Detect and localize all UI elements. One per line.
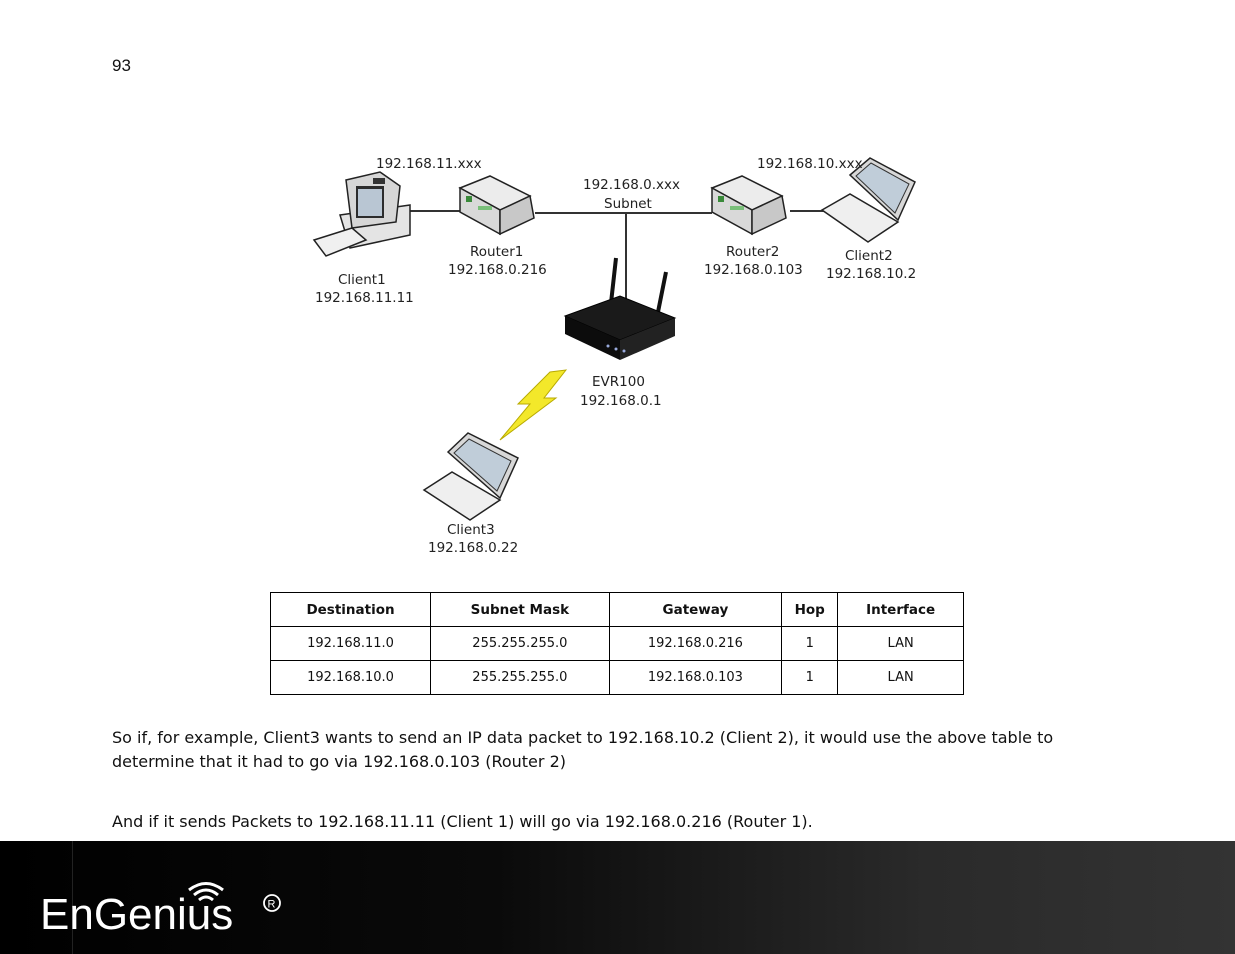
cell-subnet-mask: 255.255.255.0 [430,626,610,661]
header-destination: Destination [269,592,432,627]
client2-ip-label: 192.168.10.2 [826,266,916,282]
paragraph-client1-example: And if it sends Packets to 192.168.11.11… [112,812,813,831]
cell-gateway: 192.168.0.216 [608,626,783,661]
table-header-row: Destination Subnet Mask Gateway Hop Inte… [269,592,964,627]
header-gateway: Gateway [608,592,783,627]
wireless-router-icon [563,257,677,360]
table-row: 192.168.10.0 255.255.255.0 192.168.0.103… [269,660,964,695]
laptop-icon-client3 [422,432,519,521]
cell-destination: 192.168.10.0 [269,660,432,695]
client1-name-label: Client1 [338,272,386,288]
registered-mark-icon: R [263,894,281,912]
client1-subnet-label: 192.168.11.xxx [376,156,482,172]
cell-destination: 192.168.11.0 [269,626,432,661]
footer-divider [72,841,73,954]
subnet-label: Subnet [604,196,652,212]
desktop-computer-icon [312,171,411,257]
cell-hop: 1 [781,626,839,661]
page-number: 93 [112,56,131,75]
router1-name-label: Router1 [470,244,523,260]
paragraph-client3-example: So if, for example, Client3 wants to sen… [112,728,1054,771]
footer-bar: EnGenius R [0,841,1235,954]
router1-icon [458,175,535,236]
router2-ip-label: 192.168.0.103 [704,262,803,278]
router2-icon [710,175,787,236]
routing-table: Destination Subnet Mask Gateway Hop Inte… [269,592,964,695]
cell-subnet-mask: 255.255.255.0 [430,660,610,695]
client3-name-label: Client3 [447,522,495,538]
evr-ip-label: 192.168.0.1 [580,393,662,409]
cell-interface: LAN [837,626,964,661]
cell-hop: 1 [781,660,839,695]
cell-interface: LAN [837,660,964,695]
subnet-range-label: 192.168.0.xxx [583,177,680,193]
wifi-icon [188,882,224,902]
client2-subnet-label: 192.168.10.xxx [757,156,863,172]
evr-name-label: EVR100 [592,374,645,390]
laptop-icon-client2 [820,157,916,243]
router1-ip-label: 192.168.0.216 [448,262,547,278]
router2-name-label: Router2 [726,244,779,260]
table-row: 192.168.11.0 255.255.255.0 192.168.0.216… [269,626,964,661]
header-subnet-mask: Subnet Mask [430,592,610,627]
client2-name-label: Client2 [845,248,893,264]
cell-gateway: 192.168.0.103 [608,660,783,695]
engenius-logo: EnGenius R [40,882,281,937]
header-interface: Interface [837,592,964,627]
network-diagram: 192.168.11.xxx Client1 192.168.11.11 Rou… [312,156,916,556]
header-hop: Hop [781,592,839,627]
svg-text:R: R [268,899,276,911]
client3-ip-label: 192.168.0.22 [428,540,518,556]
client1-ip-label: 192.168.11.11 [315,290,414,306]
wireless-signal-icon [499,369,568,441]
